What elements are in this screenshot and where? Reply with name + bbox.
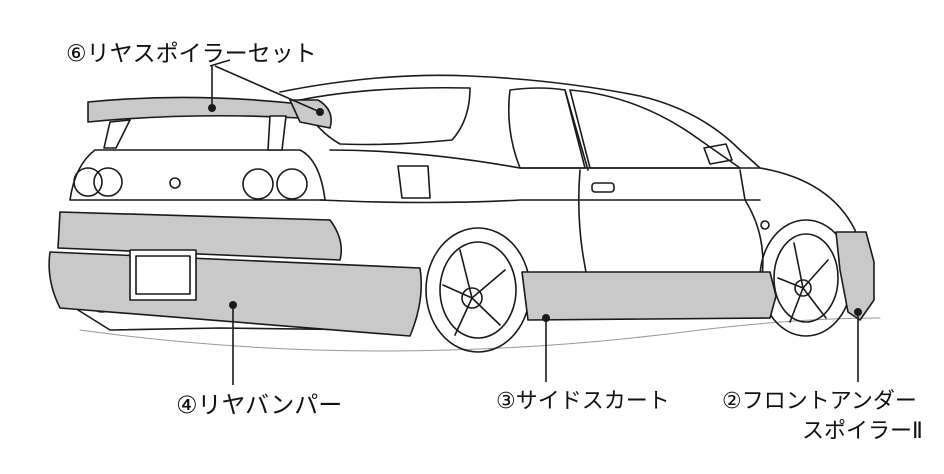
label-side-skirt: ③サイドスカート [496,389,670,414]
front-wheel-rim [773,233,839,323]
leader-dot-front-under [853,307,862,316]
front-under-spoiler [835,231,875,321]
rear-wheel-spokes [442,249,506,336]
leader-dot-spoiler-1 [208,104,217,113]
ground-shadow [79,317,881,352]
fuel-door [397,165,431,199]
leader-dot-spoiler-2 [315,108,324,117]
tail-light-left-1 [73,167,103,197]
side-skirt [521,271,777,321]
label-front-under-spoiler-line2: スポイラーⅡ [802,419,923,444]
leader-dot-skirt [541,313,550,322]
tail-light-left-2 [93,167,123,197]
leader-rear-spoiler-2 [214,65,321,113]
side-marker [760,220,770,230]
tail-light-right-2 [276,168,308,200]
label-rear-spoiler-set: ⑥リヤスポイラーセット [66,41,317,67]
body-side [329,149,861,263]
label-front-under-spoiler-line1: ②フロントアンダー [722,389,917,414]
front-wheel-spokes [777,242,829,323]
side-mirror [703,143,733,165]
shoulder-line [319,199,761,204]
rear-wheel-rim [439,241,517,339]
leader-rear-spoiler-3 [209,59,231,67]
front-wheel-hub [794,279,812,297]
rear-spoiler-lip [289,99,332,129]
door-handle [591,182,615,193]
rear-spoiler-wing [87,96,301,123]
rear-window [299,86,471,146]
leader-dot-bumper [229,300,238,309]
tail-light-right-1 [242,168,274,200]
side-window-rear [507,87,586,169]
rear-wheel-hub [461,287,483,309]
rear-bumper-upper [57,211,343,261]
side-window-front [569,89,741,169]
license-plate [135,255,191,295]
rear-bumper-lower [48,251,423,337]
door-pillar [564,89,589,171]
rear-spoiler-uprights [103,115,287,151]
trunk-lid [69,149,326,201]
roof-outline [279,74,761,169]
trunk-key [169,177,181,189]
label-rear-bumper: ④リヤバンパー [176,391,343,419]
